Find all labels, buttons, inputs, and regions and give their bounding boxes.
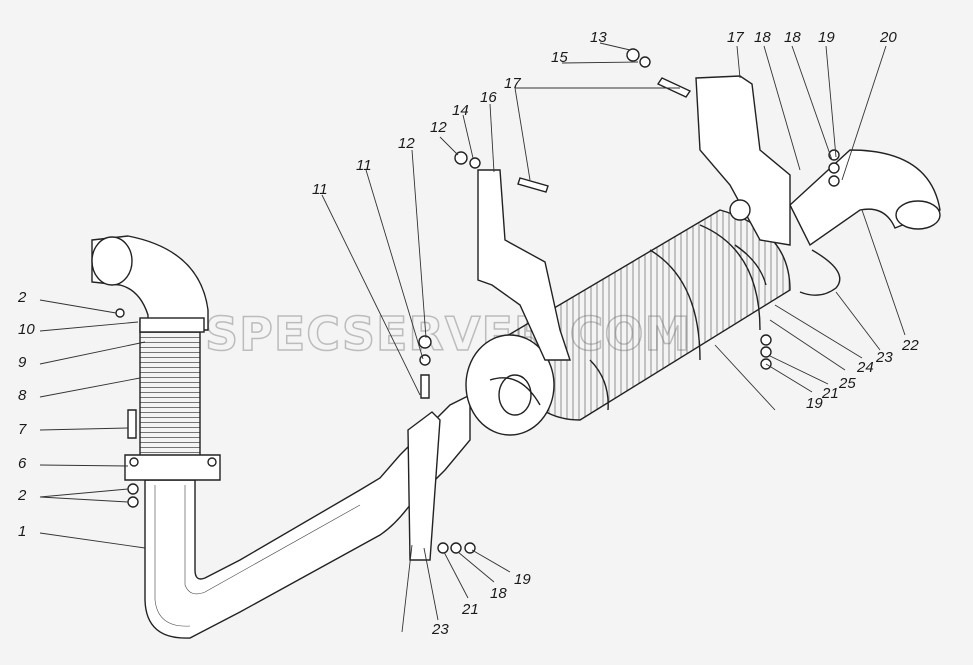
callout-13: 16 xyxy=(480,89,497,106)
tailpipe xyxy=(789,149,941,247)
callout-18-top: 19 xyxy=(818,29,835,46)
callout-15: 17 xyxy=(727,29,744,46)
support-25 xyxy=(407,411,441,561)
callout-2-lower: 2 xyxy=(17,487,27,504)
callouts: 2 10 9 8 7 6 2 1 11 11 12 12 14 16 17 13… xyxy=(17,29,919,638)
callout-7: 10 xyxy=(18,321,35,338)
callout-9: 11 xyxy=(356,157,372,174)
callout-5: 8 xyxy=(18,387,27,404)
callout-21-right: 23 xyxy=(875,349,893,366)
callout-19-right: 21 xyxy=(821,385,839,402)
callout-18-right: 19 xyxy=(806,395,823,412)
callout-23: 25 xyxy=(838,375,856,392)
muffler xyxy=(465,209,791,436)
flange xyxy=(124,454,221,481)
callout-19-top: 20 xyxy=(879,29,897,46)
callout-4: 7 xyxy=(18,421,27,438)
callout-18-bottom: 19 xyxy=(514,571,531,588)
callout-12-top: 15 xyxy=(551,49,568,66)
fasteners xyxy=(115,48,841,554)
callout-12-left: 14 xyxy=(452,102,469,119)
callout-16: 18 xyxy=(754,29,771,46)
callout-19-bottom: 21 xyxy=(461,601,479,618)
callout-14: 17 xyxy=(504,75,521,92)
callout-10: 12 xyxy=(398,135,415,152)
clamp-bands xyxy=(489,244,767,411)
bracket-13 xyxy=(477,169,571,361)
callout-11-top: 13 xyxy=(590,29,607,46)
callout-21-bottom: 23 xyxy=(431,621,449,638)
leader-lines xyxy=(39,42,906,633)
callout-11-left: 12 xyxy=(430,119,447,136)
callout-6: 9 xyxy=(18,354,27,371)
callout-3: 6 xyxy=(18,455,27,472)
callout-1: 1 xyxy=(18,523,26,540)
callout-8: 11 xyxy=(312,181,328,198)
bracket-15 xyxy=(695,75,791,246)
exhaust-pipe xyxy=(144,393,471,639)
callout-17-bottom: 18 xyxy=(490,585,507,602)
callout-22: 24 xyxy=(856,359,874,376)
callout-17-top: 18 xyxy=(784,29,801,46)
callout-20: 22 xyxy=(901,337,919,354)
callout-2-upper: 2 xyxy=(17,289,27,306)
flex-pipe xyxy=(91,235,209,461)
